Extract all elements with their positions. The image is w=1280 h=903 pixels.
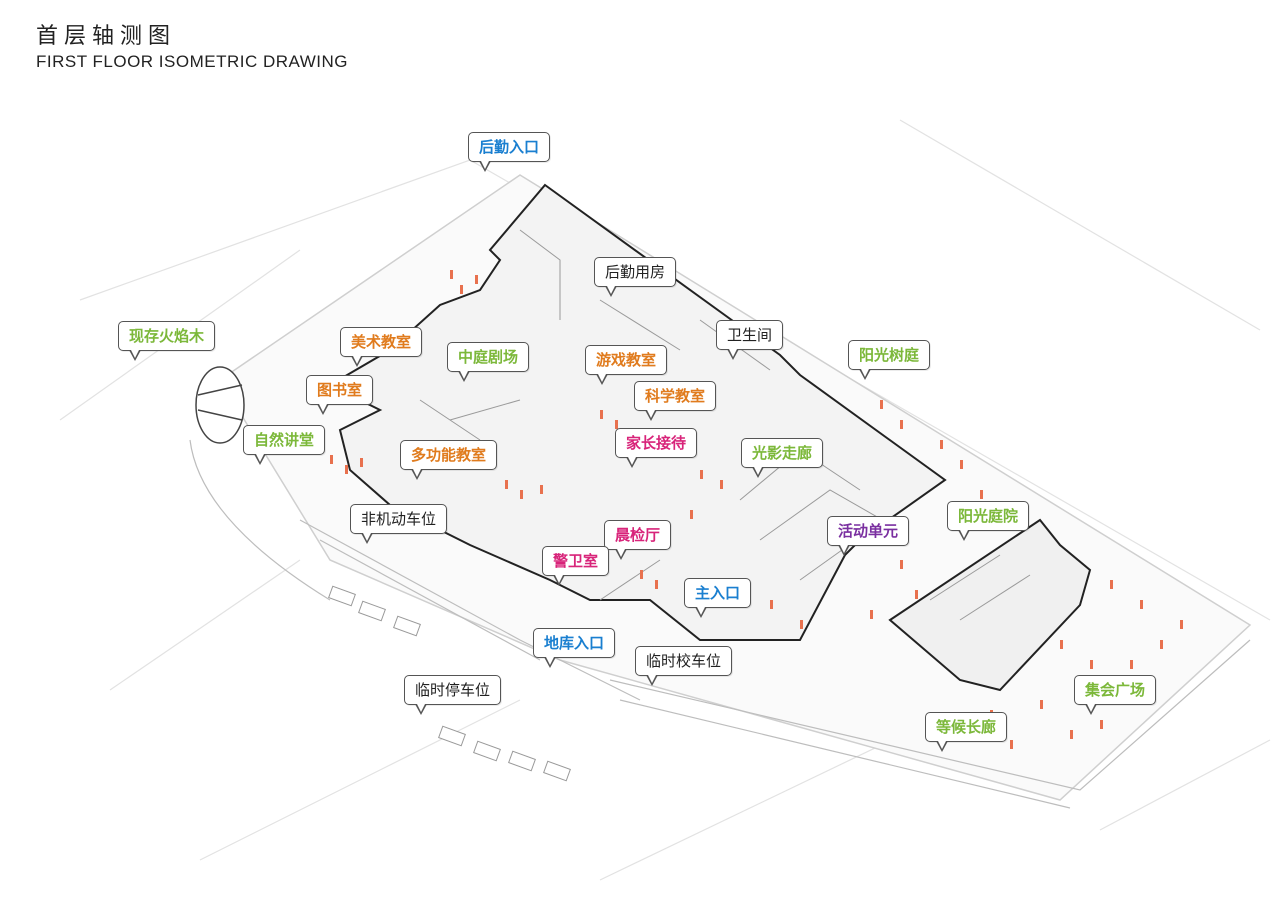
label-temp-bus-parking: 临时校车位 [635, 646, 733, 686]
label-sunshine-tree-court: 阳光树庭 [848, 340, 931, 380]
label-bicycle-parking: 非机动车位 [350, 504, 448, 544]
label-sunshine-courtyard: 阳光庭院 [947, 501, 1030, 541]
label-restroom: 卫生间 [716, 320, 784, 360]
label-multi-function-classroom: 多功能教室 [400, 440, 498, 480]
label-art-classroom: 美术教室 [340, 327, 423, 367]
label-main-entrance: 主入口 [684, 578, 752, 618]
label-library: 图书室 [306, 375, 374, 415]
label-light-corridor: 光影走廊 [741, 438, 824, 478]
label-nature-hall: 自然讲堂 [243, 425, 326, 465]
label-waiting-corridor: 等候长廊 [925, 712, 1008, 752]
label-parent-reception: 家长接待 [615, 428, 698, 468]
label-activity-unit: 活动单元 [827, 516, 910, 556]
label-gathering-plaza: 集会广场 [1074, 675, 1157, 715]
label-game-classroom: 游戏教室 [585, 345, 668, 385]
page-title-cn: 首层轴测图 [36, 24, 177, 49]
label-existing-tree: 现存火焰木 [118, 321, 216, 361]
label-guard-room: 警卫室 [542, 546, 610, 586]
existing-tree-outline [195, 366, 245, 444]
label-basement-entrance: 地库入口 [533, 628, 616, 668]
parked-cars [328, 585, 571, 782]
label-temp-parking: 临时停车位 [404, 675, 502, 715]
label-logistics-entrance: 后勤入口 [468, 132, 551, 172]
interior-walls [419, 229, 1031, 621]
label-science-classroom: 科学教室 [634, 381, 717, 421]
label-courtyard-theater: 中庭剧场 [447, 342, 530, 382]
label-logistics-room: 后勤用房 [594, 257, 677, 297]
roads [189, 439, 1251, 809]
page-title-en: FIRST FLOOR ISOMETRIC DRAWING [36, 52, 349, 71]
activity-block [888, 518, 1092, 692]
label-morning-check-hall: 晨检厅 [604, 520, 672, 560]
tree-markers [330, 270, 1183, 749]
